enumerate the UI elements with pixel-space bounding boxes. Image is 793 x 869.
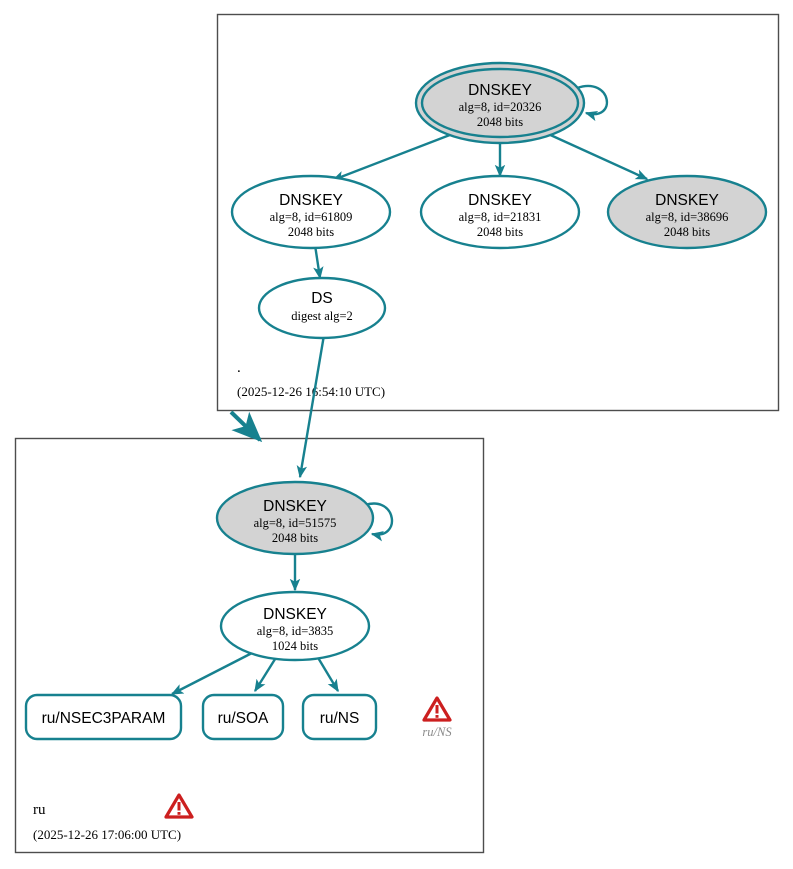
node-dnskey-38696-ellipse bbox=[606, 174, 768, 250]
node-rrset-nsec3param[interactable]: ru/NSEC3PARAM bbox=[24, 693, 183, 741]
edge-root-ksk-to-zsk-38696 bbox=[545, 131, 649, 181]
node-dnskey-51575-alg-id: alg=8, id=51575 bbox=[254, 516, 337, 530]
node-dnskey-21831[interactable]: DNSKEY alg=8, id=21831 2048 bits bbox=[419, 174, 581, 250]
node-dnskey-20326-inner-ellipse bbox=[420, 67, 580, 139]
node-dnskey-20326[interactable]: DNSKEY alg=8, id=20326 2048 bits bbox=[414, 61, 586, 145]
node-ds-ellipse bbox=[257, 276, 387, 340]
zone-cluster-root: . (2025-12-26 16:54:10 UTC) bbox=[216, 13, 780, 412]
node-rrset-soa-box bbox=[201, 693, 285, 741]
node-dnskey-61809[interactable]: DNSKEY alg=8, id=61809 2048 bits bbox=[230, 174, 392, 250]
node-ds-digest-alg: digest alg=2 bbox=[291, 309, 353, 323]
alert-ru-ns-label: ru/NS bbox=[422, 725, 452, 739]
node-rrset-ns[interactable]: ru/NS bbox=[301, 693, 378, 741]
node-dnskey-51575[interactable]: DNSKEY alg=8, id=51575 2048 bits bbox=[215, 480, 375, 556]
node-dnskey-38696[interactable]: DNSKEY alg=8, id=38696 2048 bits bbox=[606, 174, 768, 250]
node-dnskey-3835[interactable]: DNSKEY alg=8, id=3835 1024 bits bbox=[219, 590, 371, 662]
edge-ru-zsk-to-rrset-nsec3param bbox=[170, 651, 253, 696]
node-dnskey-20326-size: 2048 bits bbox=[477, 115, 523, 129]
edge-ru-zsk-to-rrset-soa bbox=[253, 655, 279, 693]
node-dnskey-21831-ellipse bbox=[419, 174, 581, 250]
zone-cluster-root-timestamp: (2025-12-26 16:54:10 UTC) bbox=[237, 384, 385, 399]
zone-cluster-root-name: . bbox=[237, 360, 241, 376]
node-rrset-ns-label: ru/NS bbox=[320, 710, 360, 727]
edges-layer bbox=[170, 84, 649, 696]
node-dnskey-61809-type: DNSKEY bbox=[279, 192, 343, 209]
node-dnskey-21831-size: 2048 bits bbox=[477, 225, 523, 239]
node-dnskey-51575-ellipse bbox=[215, 480, 375, 556]
node-dnskey-61809-alg-id: alg=8, id=61809 bbox=[270, 210, 353, 224]
edge-root-ksk-self-sign bbox=[576, 84, 609, 122]
node-dnskey-38696-size: 2048 bits bbox=[664, 225, 710, 239]
node-dnskey-21831-alg-id: alg=8, id=21831 bbox=[459, 210, 542, 224]
node-dnskey-38696-alg-id: alg=8, id=38696 bbox=[646, 210, 729, 224]
node-dnskey-3835-ellipse bbox=[219, 590, 371, 662]
node-rrset-nsec3param-label: ru/NSEC3PARAM bbox=[42, 710, 166, 727]
zone-cluster-ru-name: ru bbox=[33, 802, 46, 818]
edge-ds-to-ru-ksk bbox=[296, 334, 326, 479]
node-rrset-soa[interactable]: ru/SOA bbox=[201, 693, 285, 741]
zone-cluster-ru-timestamp: (2025-12-26 17:06:00 UTC) bbox=[33, 827, 181, 842]
edge-root-ksk-to-zsk-61809 bbox=[331, 131, 456, 182]
warning-triangle-icon bbox=[422, 696, 452, 722]
node-dnskey-20326-alg-id: alg=8, id=20326 bbox=[459, 100, 542, 114]
zone-ru-warning-triangle-icon bbox=[164, 793, 194, 819]
edge-ru-ksk-self-sign bbox=[364, 502, 394, 542]
edge-zone-root-to-zone-ru bbox=[229, 410, 263, 443]
node-dnskey-51575-type: DNSKEY bbox=[263, 498, 327, 515]
node-dnskey-21831-type: DNSKEY bbox=[468, 192, 532, 209]
node-ds-digest-alg-2[interactable]: DS digest alg=2 bbox=[257, 276, 387, 340]
node-dnskey-3835-size: 1024 bits bbox=[272, 639, 318, 653]
alert-ru-ns[interactable]: ru/NS bbox=[422, 696, 452, 739]
edge-ru-zsk-to-rrset-ns bbox=[315, 655, 340, 693]
node-rrset-ns-box bbox=[301, 693, 378, 741]
node-dnskey-3835-type: DNSKEY bbox=[263, 606, 327, 623]
node-dnskey-61809-ellipse bbox=[230, 174, 392, 250]
zone-cluster-root-border bbox=[216, 13, 780, 412]
edge-root-zsk-to-ds bbox=[313, 244, 324, 280]
node-dnskey-38696-type: DNSKEY bbox=[655, 192, 719, 209]
node-dnskey-51575-size: 2048 bits bbox=[272, 531, 318, 545]
node-dnskey-3835-alg-id: alg=8, id=3835 bbox=[257, 624, 334, 638]
node-dnskey-61809-size: 2048 bits bbox=[288, 225, 334, 239]
node-dnskey-20326-type: DNSKEY bbox=[468, 82, 532, 99]
node-rrset-soa-label: ru/SOA bbox=[218, 710, 269, 727]
node-ds-type: DS bbox=[311, 290, 333, 307]
node-rrset-nsec3param-box bbox=[24, 693, 183, 741]
